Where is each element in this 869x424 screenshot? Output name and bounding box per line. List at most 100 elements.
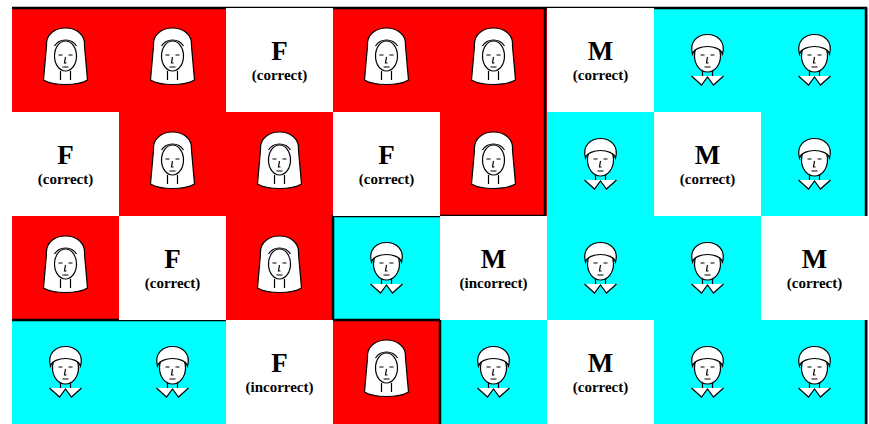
female-face (258, 236, 302, 293)
fringe (376, 40, 398, 46)
fringe (269, 248, 291, 254)
male-cell (654, 216, 761, 320)
answer-cell (333, 112, 440, 216)
collar (799, 180, 831, 189)
collar (585, 180, 617, 189)
face (162, 145, 184, 175)
female-cell (119, 112, 226, 216)
collar (157, 388, 189, 397)
collar (692, 284, 724, 293)
male-cell (547, 112, 654, 216)
gender-letter: F (378, 140, 395, 171)
result-note: (correct) (573, 379, 629, 396)
result-note: (correct) (680, 171, 736, 188)
fringe (376, 352, 398, 358)
features (380, 263, 394, 275)
face (376, 41, 398, 71)
features (166, 159, 180, 171)
answer-cell (226, 320, 333, 424)
gender-letter: M (588, 348, 613, 379)
neck (61, 279, 71, 288)
male-face (585, 139, 617, 190)
face (55, 41, 77, 71)
features (701, 367, 715, 379)
hair (472, 132, 516, 189)
answer-cell: F(correct) (119, 216, 226, 320)
male-face (692, 243, 724, 294)
female-face (258, 132, 302, 189)
answer-cell (547, 8, 654, 112)
collar (692, 76, 724, 85)
answer-cell (761, 216, 868, 320)
neck (168, 71, 178, 80)
female-cell (226, 216, 333, 320)
hair (585, 139, 617, 159)
male-face (799, 35, 831, 86)
features (594, 159, 608, 171)
neck (168, 175, 178, 184)
answer-cell: M(correct) (761, 216, 868, 320)
hair (478, 347, 510, 367)
hair (692, 35, 724, 55)
hair (44, 236, 88, 293)
face (483, 41, 505, 71)
answer-cell: M(correct) (654, 112, 761, 216)
hair (799, 347, 831, 367)
face (376, 353, 398, 383)
features (808, 55, 822, 67)
collar (478, 388, 510, 397)
female-cell (12, 8, 119, 112)
neck (61, 71, 71, 80)
features (808, 367, 822, 379)
answer-cell: M(incorrect) (440, 216, 547, 320)
male-face (799, 139, 831, 190)
answer-cell (12, 112, 119, 216)
male-cell (547, 216, 654, 320)
female-face (151, 132, 195, 189)
answer-cell (226, 8, 333, 112)
hair (157, 347, 189, 367)
neck (489, 175, 499, 184)
face (483, 145, 505, 175)
gender-letter: F (57, 140, 74, 171)
neck (382, 383, 392, 392)
features (487, 367, 501, 379)
gender-letter: F (164, 244, 181, 275)
features (59, 263, 73, 275)
male-cell (761, 112, 868, 216)
fringe (55, 40, 77, 46)
hair (371, 243, 403, 263)
gender-letter: F (271, 36, 288, 67)
hair (258, 132, 302, 189)
female-face (151, 28, 195, 85)
result-note: (correct) (38, 171, 94, 188)
hair (692, 243, 724, 263)
female-cell (333, 8, 440, 112)
female-cell (333, 320, 440, 424)
answer-cell: F(correct) (12, 112, 119, 216)
female-face (472, 28, 516, 85)
male-cell (761, 8, 868, 112)
answer-cell (654, 112, 761, 216)
features (380, 55, 394, 67)
features (273, 263, 287, 275)
male-face (692, 347, 724, 398)
result-note: (correct) (787, 275, 843, 292)
hair (472, 28, 516, 85)
female-face (365, 28, 409, 85)
male-cell (119, 320, 226, 424)
female-cell (440, 112, 547, 216)
male-face (692, 35, 724, 86)
features (487, 55, 501, 67)
gender-letter: M (695, 140, 720, 171)
hair (799, 35, 831, 55)
male-cell (654, 8, 761, 112)
answer-cell: F(incorrect) (226, 320, 333, 424)
result-note: (correct) (252, 67, 308, 84)
male-cell (440, 320, 547, 424)
result-note: (incorrect) (459, 275, 527, 292)
fringe (162, 144, 184, 150)
fringe (269, 144, 291, 150)
features (59, 55, 73, 67)
